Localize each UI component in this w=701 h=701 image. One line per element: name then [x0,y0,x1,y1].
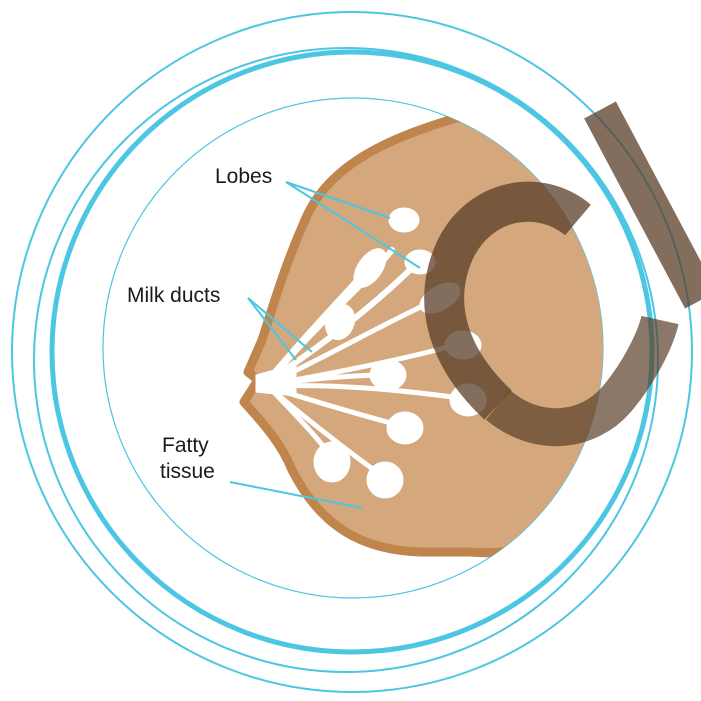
lobe [389,208,419,232]
label-lobes: Lobes [215,165,272,188]
label-fatty-tissue-line1: Fatty [162,434,209,457]
lobe [370,360,406,390]
lobe [387,412,423,444]
lobe [367,462,403,498]
label-fatty-tissue-line2: tissue [160,460,215,483]
lobe [314,442,350,482]
label-milk-ducts: Milk ducts [127,284,220,307]
